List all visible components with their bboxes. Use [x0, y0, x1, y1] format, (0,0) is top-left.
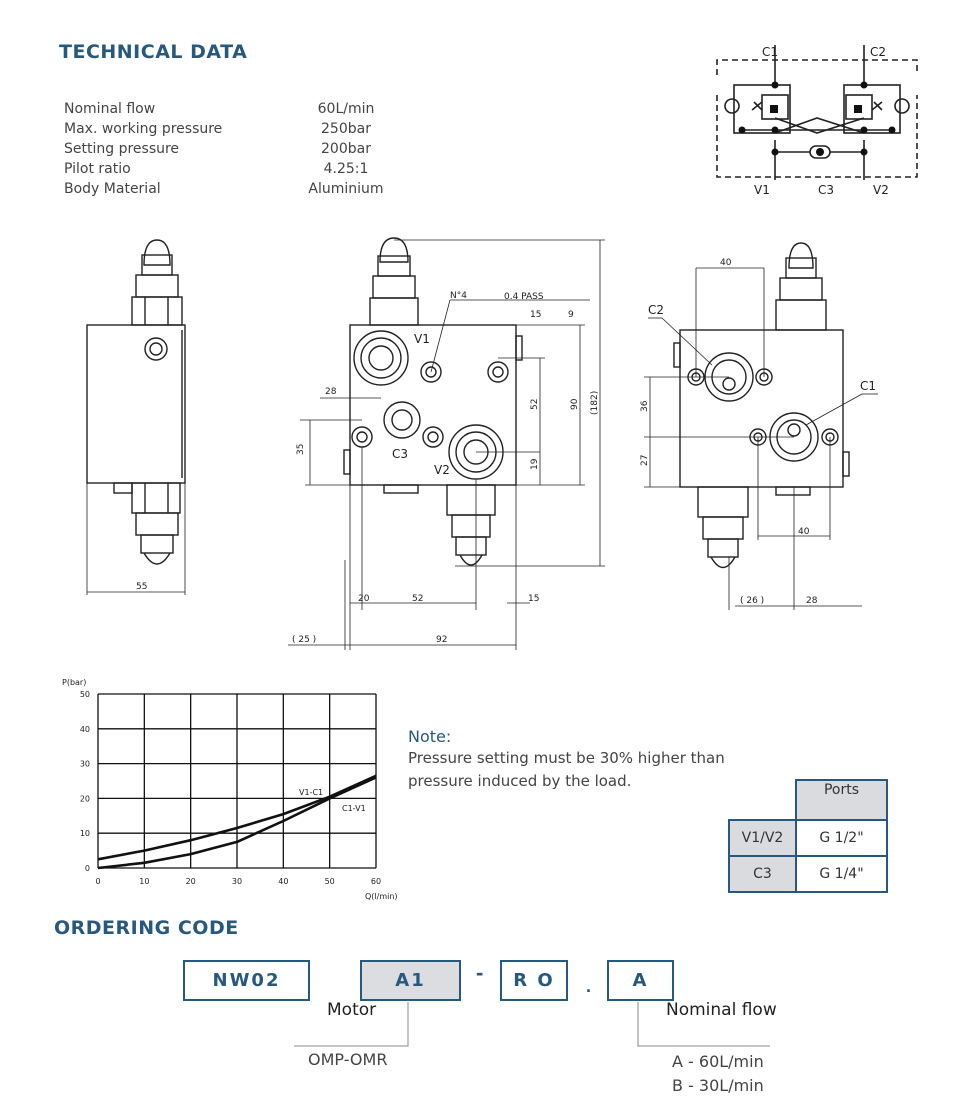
flow-option-a: A - 60L/min — [672, 1052, 764, 1071]
port-label-c2: C2 — [648, 303, 664, 317]
spec-label-body-material: Body Material — [64, 181, 161, 197]
dim-front-52h: 52 — [412, 594, 423, 604]
dim-right-40b: 40 — [798, 527, 810, 537]
chart-ytick-label: 50 — [80, 690, 90, 699]
chart-ticks: 0 10 20 30 40 50 60 0 10 20 30 40 50 — [80, 690, 381, 886]
flow-label: Nominal flow — [666, 1000, 777, 1020]
dim-side-width: 55 — [136, 582, 147, 592]
chart-xtick-label: 30 — [232, 877, 242, 886]
note-line-2: pressure induced by the load. — [408, 772, 632, 790]
dim-front-19: 19 — [530, 458, 540, 470]
schematic-label-c2: C2 — [870, 45, 886, 59]
spec-label-flow: Nominal flow — [64, 101, 156, 117]
chart-ylabel: P(bar) — [62, 678, 86, 687]
side-view — [86, 239, 186, 595]
code-separator-dash: - — [476, 960, 484, 985]
dim-front-20: 20 — [358, 594, 370, 604]
spec-labels: Nominal flow Max. working pressure Setti… — [64, 99, 222, 199]
ports-table-port-c3: C3 — [728, 855, 797, 893]
port-label-c3: C3 — [392, 447, 408, 461]
dim-front-28: 28 — [325, 387, 337, 397]
schematic-label-v1: V1 — [754, 183, 770, 197]
motor-option: OMP-OMR — [308, 1050, 388, 1069]
ports-table-header: Ports — [795, 779, 888, 821]
port-label-c1: C1 — [860, 379, 876, 393]
note-text: Pressure setting must be 30% higher than… — [408, 747, 725, 793]
chart-ytick-label: 10 — [80, 829, 90, 838]
hydraulic-schematic: C1 C2 V1 C3 V2 — [716, 45, 918, 197]
chart-ytick-label: 30 — [80, 760, 90, 769]
note-pass: 0.4 PASS — [504, 292, 544, 302]
pressure-flow-chart: 0 10 20 30 40 50 60 0 10 20 30 40 50 P(bar) Q(l/min)… — [62, 678, 398, 901]
code-box-motor: A1 — [360, 960, 461, 1001]
ports-table-port-v1v2: V1/V2 — [728, 819, 797, 857]
chart-xtick-label: 10 — [139, 877, 149, 886]
spec-label-pilot-ratio: Pilot ratio — [64, 161, 131, 177]
spec-value-body-material: Aluminium — [308, 181, 384, 197]
chart-xlabel: Q(l/min) — [365, 892, 398, 901]
note-depth: 15 — [530, 310, 541, 320]
schematic-label-c3: C3 — [818, 183, 834, 197]
note-depth2: 9 — [568, 310, 574, 320]
flow-options: A - 60L/min B - 30L/min — [672, 1050, 764, 1098]
ports-table-size-v1v2: G 1/2" — [795, 819, 888, 857]
flow-option-b: B - 30L/min — [672, 1076, 764, 1095]
ports-table: Ports V1/V2 G 1/2" C3 G 1/4" — [728, 779, 888, 893]
chart-xtick-label: 50 — [325, 877, 335, 886]
spec-value-setting-pressure: 200bar — [321, 141, 371, 157]
dim-front-52v: 52 — [530, 399, 540, 410]
note-n4: N°4 — [450, 291, 467, 301]
dim-front-182: (182) — [590, 391, 600, 415]
ports-table-size-c3: G 1/4" — [795, 855, 888, 893]
code-box-model: NW02 — [183, 960, 310, 1001]
technical-data-heading: TECHNICAL DATA — [59, 41, 248, 63]
spec-label-setting-pressure: Setting pressure — [64, 141, 180, 157]
ordering-code-heading: ORDERING CODE — [54, 917, 239, 939]
chart-ytick-label: 40 — [80, 725, 90, 734]
chart-xtick-label: 20 — [186, 877, 196, 886]
technical-drawing: 55 N°4 0.4 PASS 15 9 28 35 52 19 90 (182… — [86, 237, 878, 650]
dim-right-28: 28 — [806, 596, 818, 606]
dim-right-40a: 40 — [720, 258, 732, 268]
note-line-1: Pressure setting must be 30% higher than — [408, 749, 725, 767]
dim-front-25: ( 25 ) — [292, 635, 316, 645]
code-box-flow: A — [607, 960, 674, 1001]
schematic-label-c1: C1 — [762, 45, 778, 59]
right-view — [644, 242, 878, 610]
dim-front-15: 15 — [528, 594, 539, 604]
spec-values: 60L/min 250bar 200bar 4.25:1 Aluminium — [286, 99, 406, 199]
port-label-v1: V1 — [414, 332, 430, 346]
code-separator-dot: . — [586, 976, 592, 996]
spec-value-flow: 60L/min — [317, 101, 375, 117]
chart-xtick-label: 60 — [371, 877, 381, 886]
motor-label: Motor — [327, 1000, 377, 1020]
ports-table-empty-cell — [729, 780, 796, 820]
dim-front-90: 90 — [570, 398, 580, 410]
schematic-label-v2: V2 — [873, 183, 889, 197]
code-box-option: R O — [500, 960, 568, 1001]
chart-ytick-label: 20 — [80, 794, 90, 803]
chart-series — [97, 774, 377, 870]
spec-value-pilot-ratio: 4.25:1 — [323, 161, 369, 177]
chart-xtick-label: 0 — [95, 877, 100, 886]
ordering-leader-lines — [294, 1002, 770, 1047]
dim-right-26: ( 26 ) — [740, 596, 764, 606]
spec-value-max-pressure: 250bar — [321, 121, 371, 137]
dim-front-35: 35 — [296, 444, 306, 455]
series-label-v1-c1: V1-C1 — [299, 788, 323, 797]
series-label-c1-v1: C1-V1 — [342, 804, 366, 813]
chart-ytick-label: 0 — [85, 864, 90, 873]
chart-xtick-label: 40 — [278, 877, 288, 886]
spec-label-max-pressure: Max. working pressure — [64, 121, 223, 137]
dim-right-36: 36 — [640, 400, 650, 412]
front-view — [288, 237, 605, 650]
dim-right-27: 27 — [640, 455, 650, 466]
dim-front-92: 92 — [436, 635, 447, 645]
port-label-v2: V2 — [434, 463, 450, 477]
note-title: Note: — [408, 727, 452, 746]
